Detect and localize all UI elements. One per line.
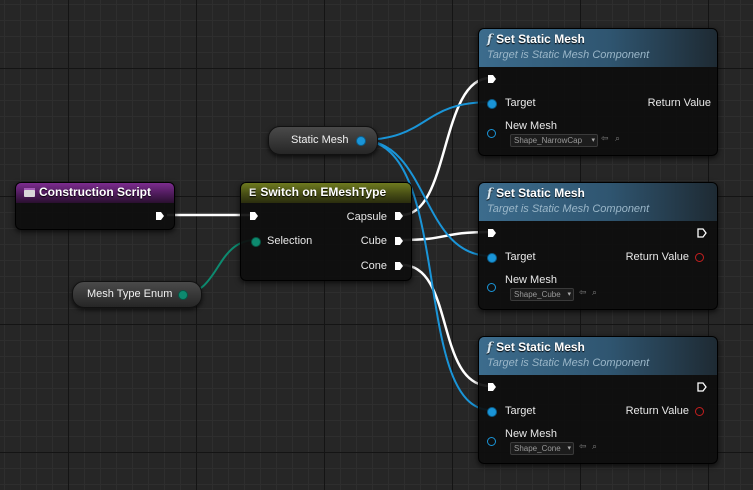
mesh-type-enum-out-pin[interactable] <box>178 290 188 300</box>
mesh-type-enum-label: Mesh Type Enum <box>87 288 173 300</box>
set-static-mesh-subtitle-2: Target is Static Mesh Component <box>487 203 650 215</box>
return-value-label-1: Return Value <box>647 97 711 109</box>
exec-out-pin-2[interactable] <box>697 228 707 238</box>
exec-wire-cone-to-set3 <box>401 263 491 388</box>
cube-label: Cube <box>360 235 387 247</box>
browse-asset-icon[interactable]: ⌕ <box>615 133 621 143</box>
use-selected-asset-icon[interactable]: ⇦ <box>579 287 587 297</box>
new-mesh-label-3: New Mesh <box>505 428 557 440</box>
construction-script-title: Construction Script <box>39 185 152 199</box>
return-value-label-3: Return Value <box>625 405 689 417</box>
new-mesh-dropdown-1[interactable]: Shape_NarrowCap ▾ <box>510 134 598 147</box>
new-mesh-value-2: Shape_Cube <box>514 290 561 299</box>
capsule-label: Capsule <box>346 211 387 223</box>
return-value-pin-3[interactable] <box>695 407 704 416</box>
return-value-pin-2[interactable] <box>695 253 704 262</box>
return-value-pin-1[interactable] <box>717 99 718 108</box>
selection-pin[interactable] <box>251 237 261 247</box>
new-mesh-pin-2[interactable] <box>487 283 496 292</box>
exec-in-pin[interactable] <box>249 211 259 221</box>
construction-script-node[interactable]: Construction Script <box>15 182 175 230</box>
static-mesh-label: Static Mesh <box>291 134 349 146</box>
static-mesh-out-pin[interactable] <box>356 136 366 146</box>
exec-out-pin-3[interactable] <box>697 382 707 392</box>
target-label-2: Target <box>505 251 536 263</box>
chevron-down-icon: ▾ <box>567 445 571 452</box>
target-pin-3[interactable] <box>487 407 497 417</box>
exec-out-pin[interactable] <box>155 211 165 221</box>
cube-exec-out-pin[interactable] <box>394 236 404 246</box>
chevron-down-icon: ▾ <box>591 137 595 144</box>
target-label-1: Target <box>505 97 536 109</box>
exec-wire-capsule-to-set1 <box>401 76 491 217</box>
new-mesh-dropdown-2[interactable]: Shape_Cube ▾ <box>510 288 574 301</box>
cone-label: Cone <box>360 260 387 272</box>
switch-title: Switch on EMeshType <box>260 185 387 199</box>
browse-asset-icon[interactable]: ⌕ <box>592 287 598 297</box>
exec-wire-cube-to-set2 <box>401 230 491 242</box>
new-mesh-label-1: New Mesh <box>505 120 557 132</box>
switch-icon: E <box>249 187 257 199</box>
construction-script-header: Construction Script <box>16 183 174 203</box>
set-static-mesh-title-2: Set Static Mesh <box>496 186 585 200</box>
function-icon: f <box>487 32 493 46</box>
use-selected-asset-icon[interactable]: ⇦ <box>579 441 587 451</box>
mesh-type-enum-node[interactable]: Mesh Type Enum <box>72 281 202 308</box>
new-mesh-value-3: Shape_Cone <box>514 444 561 453</box>
new-mesh-label-2: New Mesh <box>505 274 557 286</box>
target-label-3: Target <box>505 405 536 417</box>
new-mesh-dropdown-3[interactable]: Shape_Cone ▾ <box>510 442 574 455</box>
function-icon: f <box>487 186 493 200</box>
function-icon: f <box>487 340 493 354</box>
use-selected-asset-icon[interactable]: ⇦ <box>601 133 609 143</box>
set-static-mesh-title-1: Set Static Mesh <box>496 32 585 46</box>
new-mesh-pin-3[interactable] <box>487 437 496 446</box>
capsule-exec-out-pin[interactable] <box>394 211 404 221</box>
selection-label: Selection <box>267 235 313 247</box>
exec-in-pin-2[interactable] <box>487 228 497 238</box>
target-pin-1[interactable] <box>487 99 497 109</box>
script-icon <box>24 188 35 197</box>
new-mesh-pin-1[interactable] <box>487 129 496 138</box>
set-static-mesh-subtitle-3: Target is Static Mesh Component <box>487 357 650 369</box>
set-static-mesh-title-3: Set Static Mesh <box>496 340 585 354</box>
return-value-label-2: Return Value <box>625 251 689 263</box>
exec-in-pin-3[interactable] <box>487 382 497 392</box>
static-mesh-var-node[interactable]: Static Mesh <box>268 126 378 155</box>
target-pin-2[interactable] <box>487 253 497 263</box>
browse-asset-icon[interactable]: ⌕ <box>592 441 598 451</box>
cone-exec-out-pin[interactable] <box>394 261 404 271</box>
new-mesh-value-1: Shape_NarrowCap <box>514 136 583 145</box>
object-wire-staticmesh-to-target1 <box>359 101 492 141</box>
chevron-down-icon: ▾ <box>567 291 571 298</box>
set-static-mesh-subtitle-1: Target is Static Mesh Component <box>487 49 650 61</box>
exec-in-pin-1[interactable] <box>487 74 497 84</box>
